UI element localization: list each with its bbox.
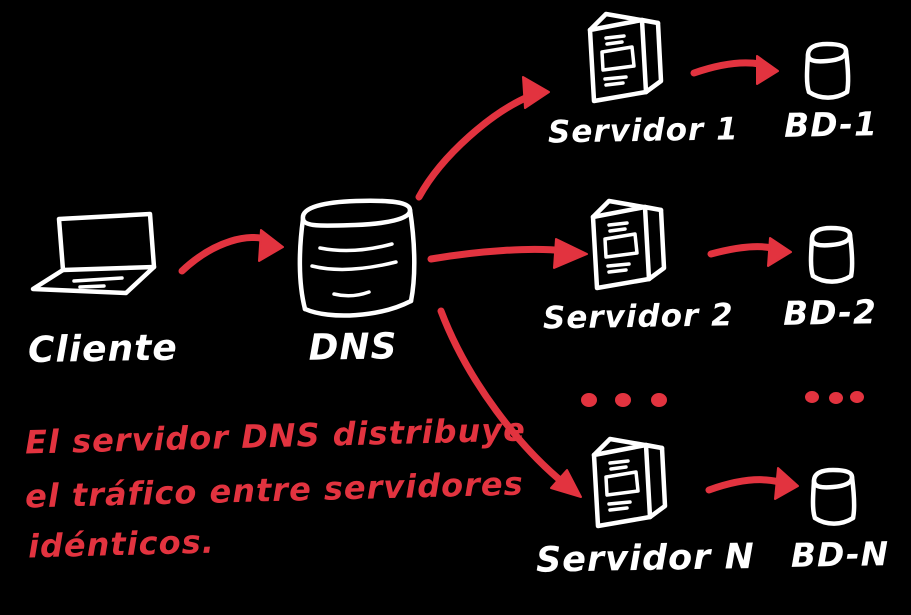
laptop-icon — [30, 211, 157, 296]
bd-1-icon — [807, 44, 848, 98]
bd-2-label: BD-2 — [782, 292, 878, 333]
server-2-icon — [593, 201, 664, 288]
dns-database-icon — [297, 198, 417, 318]
client-label: Cliente — [27, 327, 179, 372]
bd-n-icon — [813, 470, 854, 524]
bd-2-icon — [811, 228, 852, 282]
dns-label: DNS — [308, 326, 398, 369]
ellipsis-databases-icon — [805, 391, 864, 404]
server-n-label: Servidor N — [535, 536, 756, 581]
arrow-server-2-to-bd-2 — [707, 237, 792, 267]
arrow-dns-to-server-n — [437, 307, 582, 498]
bd-1-label: BD-1 — [783, 104, 879, 145]
server-2-label: Servidor 2 — [542, 297, 734, 337]
arrow-server-1-to-bd-1 — [690, 55, 779, 85]
server-n-icon — [594, 439, 665, 526]
arrow-server-n-to-bd-n — [705, 467, 799, 500]
arrow-client-to-dns — [178, 229, 284, 275]
arrow-dns-to-server-2 — [427, 238, 588, 269]
note-line-3: idénticos. — [27, 522, 216, 566]
arrow-dns-to-server-1 — [415, 76, 550, 201]
server-1-icon — [590, 14, 661, 101]
server-1-label: Servidor 1 — [547, 111, 739, 151]
bd-n-label: BD-N — [790, 534, 890, 575]
ellipsis-servers-icon — [581, 393, 667, 407]
